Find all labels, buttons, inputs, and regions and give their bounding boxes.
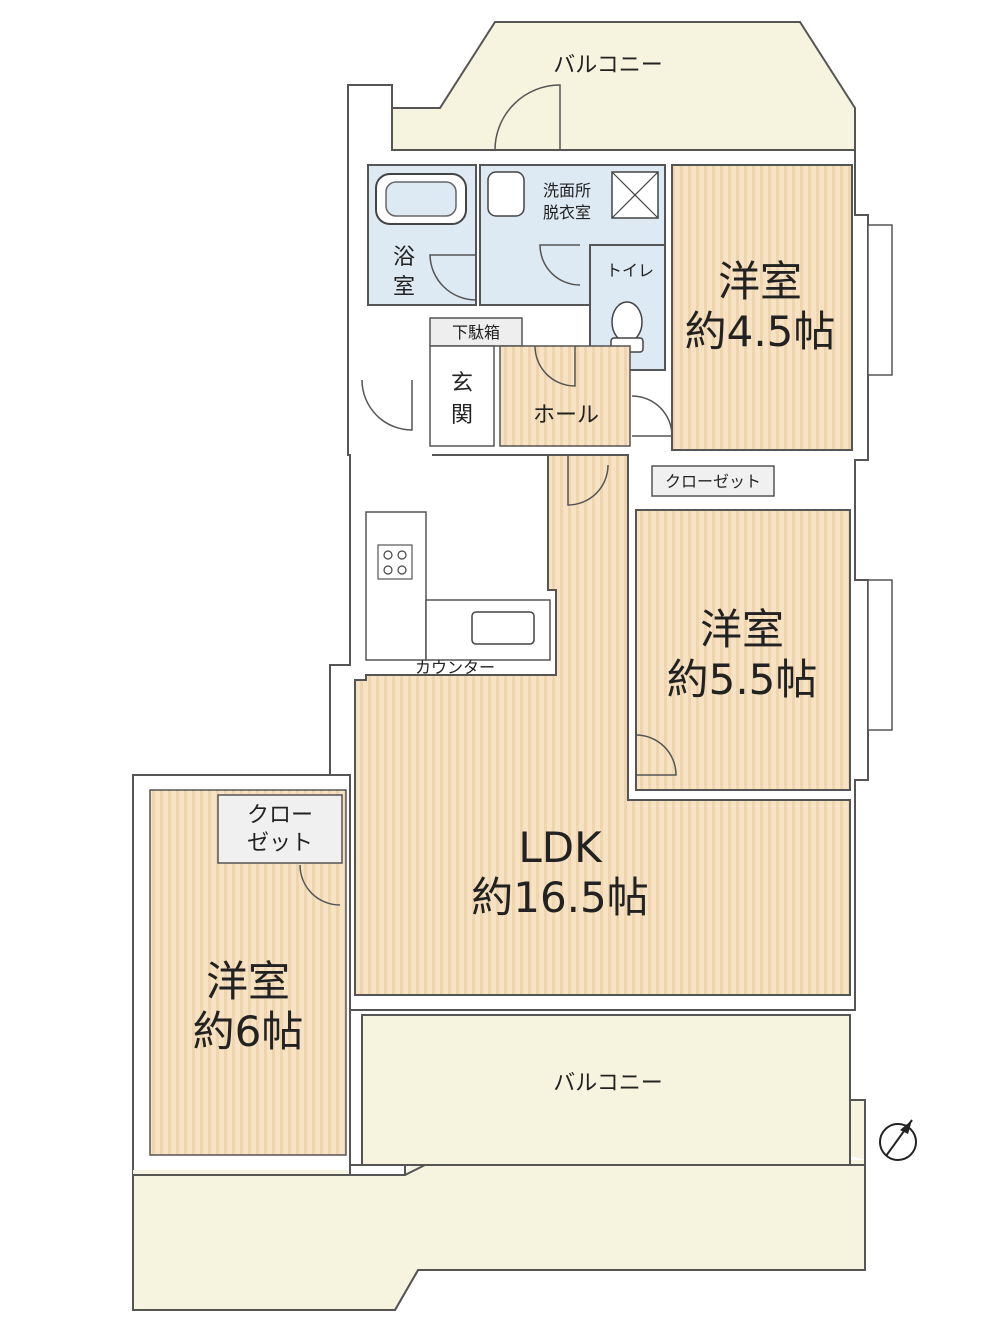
closet-a bbox=[651, 465, 775, 497]
ldk-area bbox=[354, 454, 851, 996]
shoe-box bbox=[429, 317, 523, 347]
ldk-size: 約16.5帖 bbox=[471, 873, 649, 922]
balcony-north-label: バルコニー bbox=[553, 53, 663, 78]
closet-c-label-1: クロー bbox=[247, 803, 313, 828]
bathtub-icon bbox=[375, 173, 467, 225]
room-c-name: 洋室 bbox=[206, 957, 290, 1006]
washing-machine-icon bbox=[611, 171, 659, 219]
toilet-label: トイレ bbox=[606, 261, 654, 280]
entrance-area bbox=[429, 345, 495, 447]
door-swings bbox=[299, 84, 677, 906]
counter-label: カウンター bbox=[415, 658, 495, 677]
compass-icon bbox=[879, 1119, 917, 1161]
room-a-area bbox=[671, 164, 853, 451]
east-windows bbox=[867, 224, 893, 731]
bathroom-label-2: 室 bbox=[393, 275, 415, 300]
balcony-north-area bbox=[391, 21, 856, 151]
entrance-label-2: 関 bbox=[451, 403, 473, 428]
washroom-label-1: 洗面所 bbox=[543, 181, 591, 200]
shoe-box-label: 下駄箱 bbox=[452, 323, 500, 342]
closet-a-label: クローゼット bbox=[665, 472, 761, 491]
room-b-size: 約5.5帖 bbox=[667, 655, 818, 704]
balcony-south-main bbox=[361, 1014, 851, 1166]
balcony-south-lower bbox=[132, 1164, 866, 1311]
hall-area bbox=[499, 345, 631, 447]
room-c-size: 約6帖 bbox=[193, 1007, 304, 1056]
entrance-label-1: 玄 bbox=[451, 371, 473, 396]
room-a-size: 約4.5帖 bbox=[685, 307, 836, 356]
bathroom-label-1: 浴 bbox=[393, 245, 415, 270]
room-b-area bbox=[635, 509, 851, 791]
washroom-label-2: 脱衣室 bbox=[543, 203, 591, 222]
stove-icon bbox=[377, 544, 413, 580]
room-a-name: 洋室 bbox=[718, 257, 802, 306]
kitchen-counter-top bbox=[365, 511, 427, 661]
hall-label: ホール bbox=[533, 403, 599, 428]
room-b-name: 洋室 bbox=[700, 605, 784, 654]
sink-icon bbox=[471, 611, 535, 645]
toilet-icon bbox=[610, 301, 644, 353]
washbasin-icon bbox=[487, 171, 525, 217]
closet-c bbox=[217, 794, 343, 864]
balcony-south-label: バルコニー bbox=[553, 1071, 663, 1096]
ldk-name: LDK bbox=[518, 823, 603, 872]
closet-c-label-2: ゼット bbox=[247, 831, 313, 856]
